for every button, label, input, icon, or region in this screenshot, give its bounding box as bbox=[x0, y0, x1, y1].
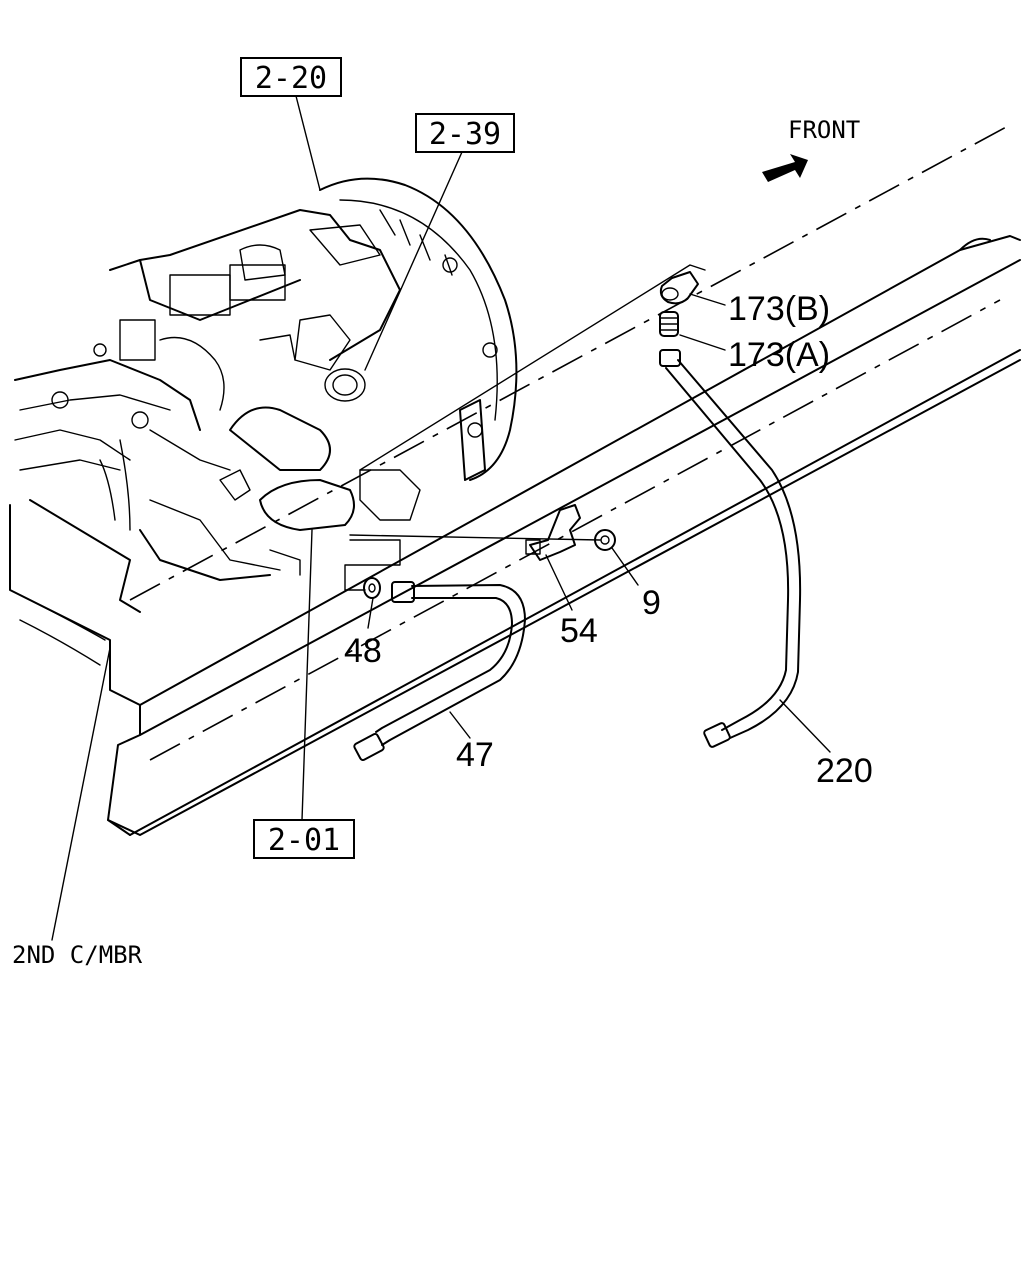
part-220-pipe bbox=[659, 349, 802, 748]
part-label-48: 48 bbox=[344, 632, 382, 670]
ref-2-20-text: 2-20 bbox=[255, 61, 327, 96]
part-54-bracket bbox=[525, 504, 581, 561]
part-label-173a: 173(A) bbox=[728, 336, 830, 374]
part-173b-elbow bbox=[659, 271, 699, 305]
ref-box-2-01: 2-01 bbox=[253, 819, 355, 859]
part-label-173b: 173(B) bbox=[728, 290, 830, 328]
front-label: FRONT bbox=[788, 116, 860, 144]
transmission-assembly bbox=[14, 177, 518, 581]
front-arrow-icon bbox=[762, 154, 808, 182]
part-9-washer bbox=[594, 529, 616, 551]
frame-rail bbox=[9, 124, 1021, 836]
ref-box-2-39: 2-39 bbox=[415, 113, 515, 153]
crossmember-label: 2ND C/MBR bbox=[12, 941, 143, 969]
part-label-9: 9 bbox=[642, 584, 661, 622]
part-48-gasket bbox=[363, 577, 381, 599]
ref-2-39-text: 2-39 bbox=[429, 117, 501, 152]
part-47-hose bbox=[353, 581, 526, 761]
part-173a-fitting bbox=[659, 311, 679, 337]
part-label-47: 47 bbox=[456, 736, 494, 774]
ref-2-01-text: 2-01 bbox=[268, 823, 340, 858]
leader-lines bbox=[51, 95, 831, 941]
part-label-220: 220 bbox=[816, 752, 873, 790]
part-label-54: 54 bbox=[560, 612, 598, 650]
ref-box-2-20: 2-20 bbox=[240, 57, 342, 97]
